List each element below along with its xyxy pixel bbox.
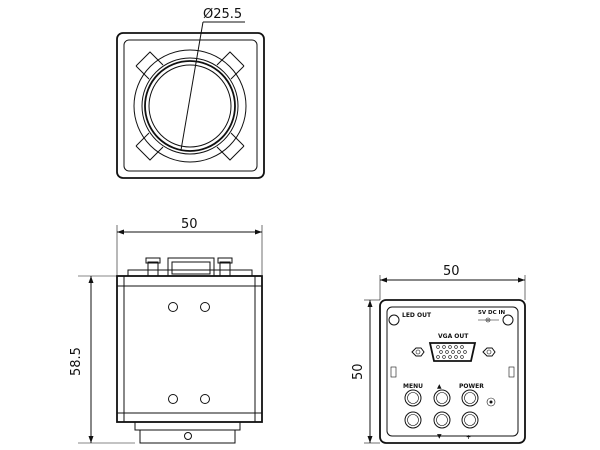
- plus-button[interactable]: [461, 411, 479, 429]
- rear-right-port: [508, 366, 515, 378]
- rear-view: 50 50 LED OUT 5V DC IN VGA OUT: [351, 264, 526, 444]
- menu-button[interactable]: [404, 389, 422, 407]
- lens-ring-inner: [144, 60, 236, 152]
- down-arrow-icon: ▼: [437, 433, 442, 440]
- diameter-label: Ø25.5: [203, 7, 242, 22]
- lens-cross-brackets: [135, 51, 245, 161]
- up-button[interactable]: [433, 389, 451, 407]
- side-width-label: 50: [181, 217, 198, 232]
- plus-label: +: [466, 434, 471, 441]
- rear-corner-screw: [388, 314, 400, 326]
- rear-height-label: 50: [351, 363, 366, 380]
- rear-body-outer: [379, 299, 526, 444]
- power-input-label: 5V DC IN: [478, 310, 506, 316]
- side-height-arrow-top: [88, 276, 94, 283]
- diameter-leader: [180, 21, 204, 151]
- front-view: Ø25.5: [116, 7, 265, 179]
- side-body: [116, 275, 263, 423]
- side-height-label: 58.5: [69, 347, 84, 376]
- side-screw-hole: [200, 302, 210, 312]
- rear-corner-screw: [502, 314, 514, 326]
- vga-out-label: VGA OUT: [438, 333, 469, 340]
- lens-ring-core: [148, 64, 232, 148]
- lens-ring-middle: [141, 57, 239, 155]
- rear-height-arrow-top: [367, 300, 373, 307]
- side-height-arrow-bottom: [88, 436, 94, 443]
- side-screw-hole: [200, 394, 210, 404]
- side-screw-hole: [168, 302, 178, 312]
- front-body-outer: [116, 32, 265, 179]
- side-width-arrow-right: [255, 229, 262, 235]
- side-top-connectors: [127, 257, 253, 277]
- front-body-inner: [123, 39, 258, 172]
- power-indicator-icon: [486, 397, 496, 407]
- vga-screw-right: [482, 347, 496, 357]
- rear-width-label: 50: [443, 264, 460, 279]
- dc-polarity-icon: [478, 317, 499, 323]
- side-width-arrow-left: [117, 229, 124, 235]
- down-button[interactable]: [433, 411, 451, 429]
- rear-width-arrow-right: [518, 277, 525, 283]
- power-label: POWER: [459, 383, 484, 390]
- up-arrow-icon: ▲: [437, 383, 442, 390]
- side-bottom-mount: [134, 421, 241, 444]
- rear-body-inner: [386, 306, 519, 437]
- rear-height-arrow-bottom: [367, 436, 373, 443]
- vga-screw-left: [411, 347, 425, 357]
- power-button[interactable]: [461, 389, 479, 407]
- minus-label: —: [406, 433, 412, 440]
- minus-button[interactable]: [404, 411, 422, 429]
- lens-ring-outer: [133, 49, 247, 163]
- rear-left-port: [390, 366, 397, 378]
- side-view: 50 58.5: [69, 217, 263, 444]
- vga-connector: [428, 342, 477, 362]
- menu-label: MENU: [403, 383, 423, 390]
- side-screw-hole: [168, 394, 178, 404]
- rear-width-arrow-left: [380, 277, 387, 283]
- led-out-label: LED OUT: [402, 312, 432, 319]
